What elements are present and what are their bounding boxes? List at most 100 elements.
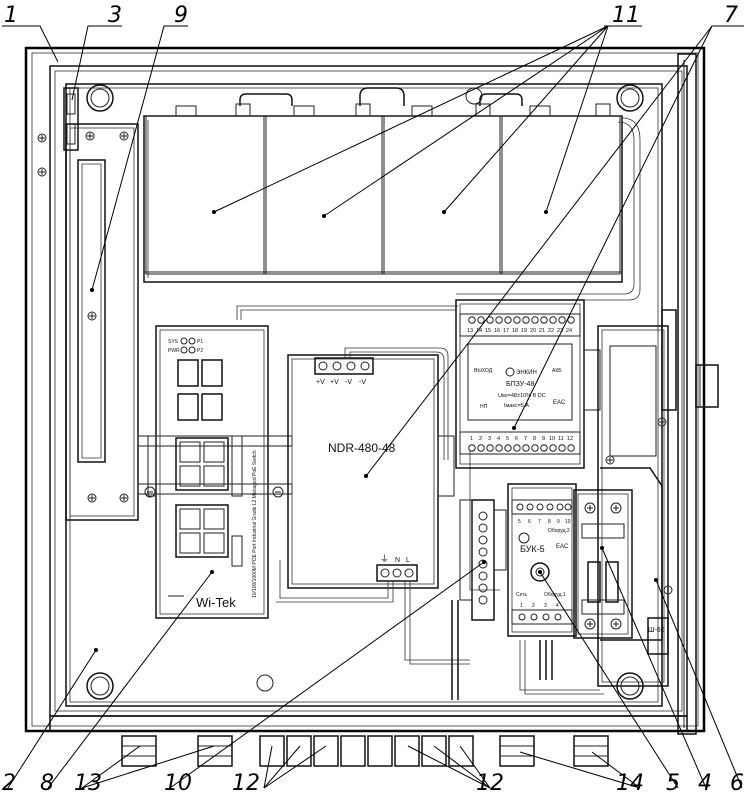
callout-5: 5 bbox=[666, 771, 680, 796]
charger-top-num-22: 22 bbox=[548, 328, 554, 334]
charger-label-out: ВЫХОД bbox=[474, 368, 493, 374]
charger-bot-num-1: 1 bbox=[470, 436, 473, 442]
switch-model-text: 10/100/1000M POE Port Industrial Grade L… bbox=[252, 450, 258, 598]
leader-lines bbox=[2, 25, 744, 789]
cabinet-housing bbox=[24, 46, 706, 733]
callout-4: 4 bbox=[698, 771, 712, 796]
corner-mounts bbox=[86, 84, 644, 700]
callout-8: 8 bbox=[40, 771, 54, 796]
relay-label-net: Сеть bbox=[516, 592, 528, 598]
relay-top-num-7: 7 bbox=[538, 519, 541, 525]
charger-top-terminals bbox=[468, 316, 575, 324]
battery-pack bbox=[143, 87, 641, 301]
psu-term-1: +V bbox=[316, 379, 325, 386]
charger-top-num-13: 13 bbox=[467, 328, 473, 334]
led-label-p2: P2 bbox=[197, 348, 203, 354]
switch-brand: Wi-Tek bbox=[196, 595, 236, 610]
relay-bot-num-4: 4 bbox=[556, 603, 559, 609]
callout-7: 7 bbox=[724, 3, 738, 28]
charger-bot-num-11: 11 bbox=[558, 436, 564, 442]
door-hinge-strip bbox=[677, 53, 719, 735]
relay-bot-num-1: 1 bbox=[520, 603, 523, 609]
breaker-label: Ш-60 bbox=[648, 627, 665, 634]
psu-term-4: -V bbox=[359, 379, 366, 386]
relay-top-num-5: 5 bbox=[518, 519, 521, 525]
callout-labels: 1 3 9 11 7 2 8 13 10 12 12 14 5 4 6 bbox=[2, 3, 744, 796]
callout-1: 1 bbox=[4, 3, 18, 28]
charger-top-num-18: 18 bbox=[512, 328, 518, 334]
circuit-breaker bbox=[573, 489, 633, 639]
relay-model: БУК-5 bbox=[520, 544, 545, 554]
charger-bot-num-7: 7 bbox=[524, 436, 527, 442]
charger-current: Iмакс=5 А bbox=[504, 403, 529, 409]
charger-top-num-14: 14 bbox=[476, 328, 482, 334]
charger-top-num-20: 20 bbox=[530, 328, 536, 334]
relay-top-num-6: 6 bbox=[528, 519, 531, 525]
charger-bot-num-5: 5 bbox=[506, 436, 509, 442]
charger-bot-num-9: 9 bbox=[542, 436, 545, 442]
psu-term-3: -V bbox=[345, 379, 352, 386]
charger-top-num-21: 21 bbox=[539, 328, 545, 334]
relay-bot-num-2: 2 bbox=[532, 603, 535, 609]
charger-bot-num-4: 4 bbox=[497, 436, 500, 442]
psu-term-gnd: ⏚ bbox=[380, 554, 389, 564]
gland-14b bbox=[573, 735, 609, 767]
charger-bot-num-3: 3 bbox=[488, 436, 491, 442]
relay-bot-num-3: 3 bbox=[544, 603, 547, 609]
charger-top-num-15: 15 bbox=[485, 328, 491, 334]
gland-13b bbox=[197, 735, 233, 767]
callout-6: 6 bbox=[730, 771, 744, 796]
charger-bot-num-8: 8 bbox=[533, 436, 536, 442]
relay-ce: EAC bbox=[556, 544, 569, 550]
terminal-block bbox=[459, 499, 507, 621]
charger-brand: ЭНКИН bbox=[516, 370, 537, 376]
psu-term-n: N bbox=[395, 557, 400, 564]
callout-12a: 12 bbox=[232, 771, 260, 796]
cable-glands bbox=[121, 735, 609, 767]
callout-10: 10 bbox=[164, 771, 192, 796]
charger-label-akb: АКБ bbox=[552, 368, 562, 374]
relay-bottom-terminals bbox=[518, 613, 562, 621]
charger-top-num-17: 17 bbox=[503, 328, 509, 334]
relay-top-terminals bbox=[516, 503, 572, 511]
led-label-sys: SYS bbox=[168, 339, 179, 345]
housing-screws bbox=[37, 133, 47, 177]
charger-top-num-24: 24 bbox=[566, 328, 572, 334]
psu-term-2: +V bbox=[330, 379, 339, 386]
callout-13: 13 bbox=[74, 771, 102, 796]
charger-top-num-23: 23 bbox=[557, 328, 563, 334]
charger-bot-num-2: 2 bbox=[479, 436, 482, 442]
charger-bot-num-12: 12 bbox=[567, 436, 573, 442]
charger-bottom-terminals bbox=[468, 444, 575, 452]
led-label-p1: P1 bbox=[197, 339, 203, 345]
power-supply: +V +V -V -V NDR-480-48 ⏚ N L bbox=[287, 354, 455, 589]
led-label-pwr: PWR bbox=[168, 348, 180, 354]
callout-12b: 12 bbox=[476, 771, 504, 796]
callout-9: 9 bbox=[174, 3, 188, 28]
callout-2: 2 bbox=[2, 771, 16, 796]
charger-top-num-16: 16 bbox=[494, 328, 500, 334]
relay-label-common2: Оборуд.2 bbox=[548, 528, 570, 534]
network-switch: P1 P2 SYS PWR 10/100/1000M POE Port Indu… bbox=[147, 325, 269, 619]
psu-model: NDR-480-48 bbox=[328, 441, 396, 455]
callout-14: 14 bbox=[616, 771, 644, 796]
relay-top-num-9: 9 bbox=[557, 519, 560, 525]
left-din-panel bbox=[65, 123, 139, 521]
relay-top-num-10: 10 bbox=[565, 519, 571, 525]
callout-11: 11 bbox=[612, 3, 640, 28]
gland-13a bbox=[121, 735, 157, 767]
charger-bot-num-10: 10 bbox=[549, 436, 555, 442]
charger-model: БПЗУ-48 bbox=[506, 381, 534, 388]
relay-top-num-8: 8 bbox=[548, 519, 551, 525]
gland-14a bbox=[499, 735, 535, 767]
gland-12-row bbox=[259, 735, 474, 767]
battery-charger: 13 14 15 16 17 18 19 20 21 22 23 24 ВЫХО… bbox=[455, 299, 601, 469]
callout-3: 3 bbox=[108, 3, 122, 28]
charger-voltage: Uвх=48±10% В DC bbox=[498, 393, 546, 399]
charger-ce: EAC bbox=[553, 400, 566, 406]
charger-bot-num-6: 6 bbox=[515, 436, 518, 442]
charger-label-np: НП bbox=[480, 404, 488, 410]
psu-term-l: L bbox=[406, 557, 410, 564]
wiring bbox=[236, 305, 604, 700]
